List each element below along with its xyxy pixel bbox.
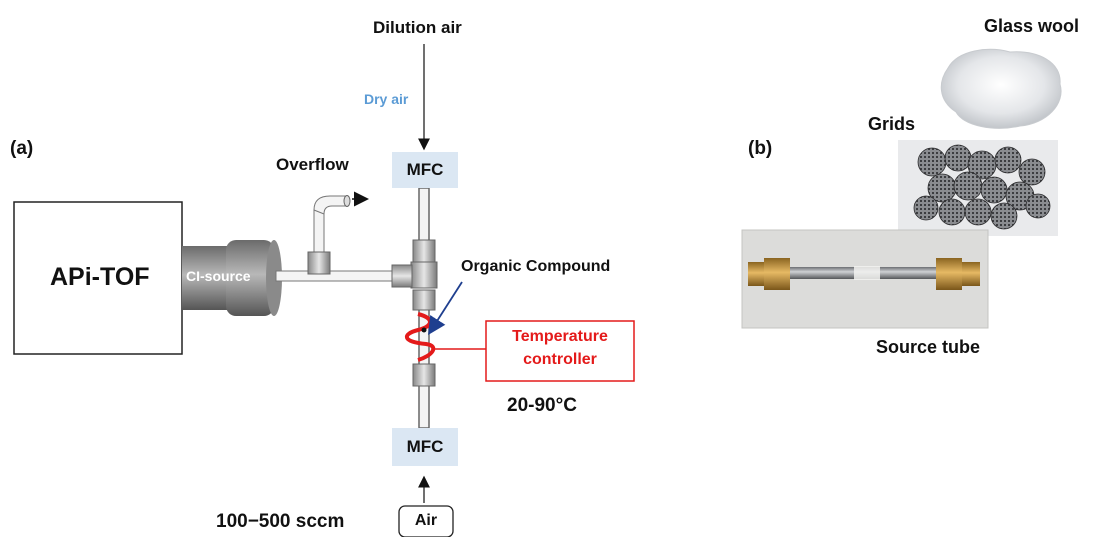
glass-wool-label: Glass wool bbox=[984, 16, 1080, 36]
vertical-tube-top bbox=[418, 187, 430, 247]
ci-source-body bbox=[182, 246, 232, 310]
temperature-controller-box bbox=[485, 320, 635, 382]
flow-rate-label: 100−500 sccm bbox=[216, 511, 345, 532]
overflow-label: Overflow bbox=[276, 155, 349, 174]
horizontal-tube bbox=[275, 270, 397, 282]
temperature-controller-label-2: controller bbox=[523, 351, 597, 368]
ci-source-label: CI-source bbox=[186, 268, 251, 284]
temperature-controller-label-1: Temperature bbox=[512, 328, 608, 345]
air-label: Air bbox=[414, 512, 438, 529]
air-box bbox=[398, 505, 454, 537]
source-tube-label: Source tube bbox=[876, 337, 981, 357]
glass-wool-photo bbox=[940, 48, 1062, 129]
mfc-top: MFC bbox=[392, 152, 458, 188]
organic-compound-label: Organic Compound bbox=[461, 258, 611, 275]
dry-air-label: Dry air bbox=[364, 91, 409, 107]
dilution-air-label: Dilution air bbox=[373, 18, 462, 37]
setup-schematic bbox=[13, 44, 635, 537]
grids-label: Grids bbox=[868, 114, 916, 134]
photo-panel bbox=[741, 48, 1062, 329]
mfc-bottom: MFC bbox=[392, 428, 458, 466]
panel-b-label: (b) bbox=[748, 138, 773, 159]
panel-a-label: (a) bbox=[10, 138, 34, 159]
api-tof-label: APi-TOF bbox=[50, 263, 150, 291]
api-tof-box bbox=[13, 201, 183, 355]
temperature-range-label: 20-90°C bbox=[507, 395, 577, 416]
